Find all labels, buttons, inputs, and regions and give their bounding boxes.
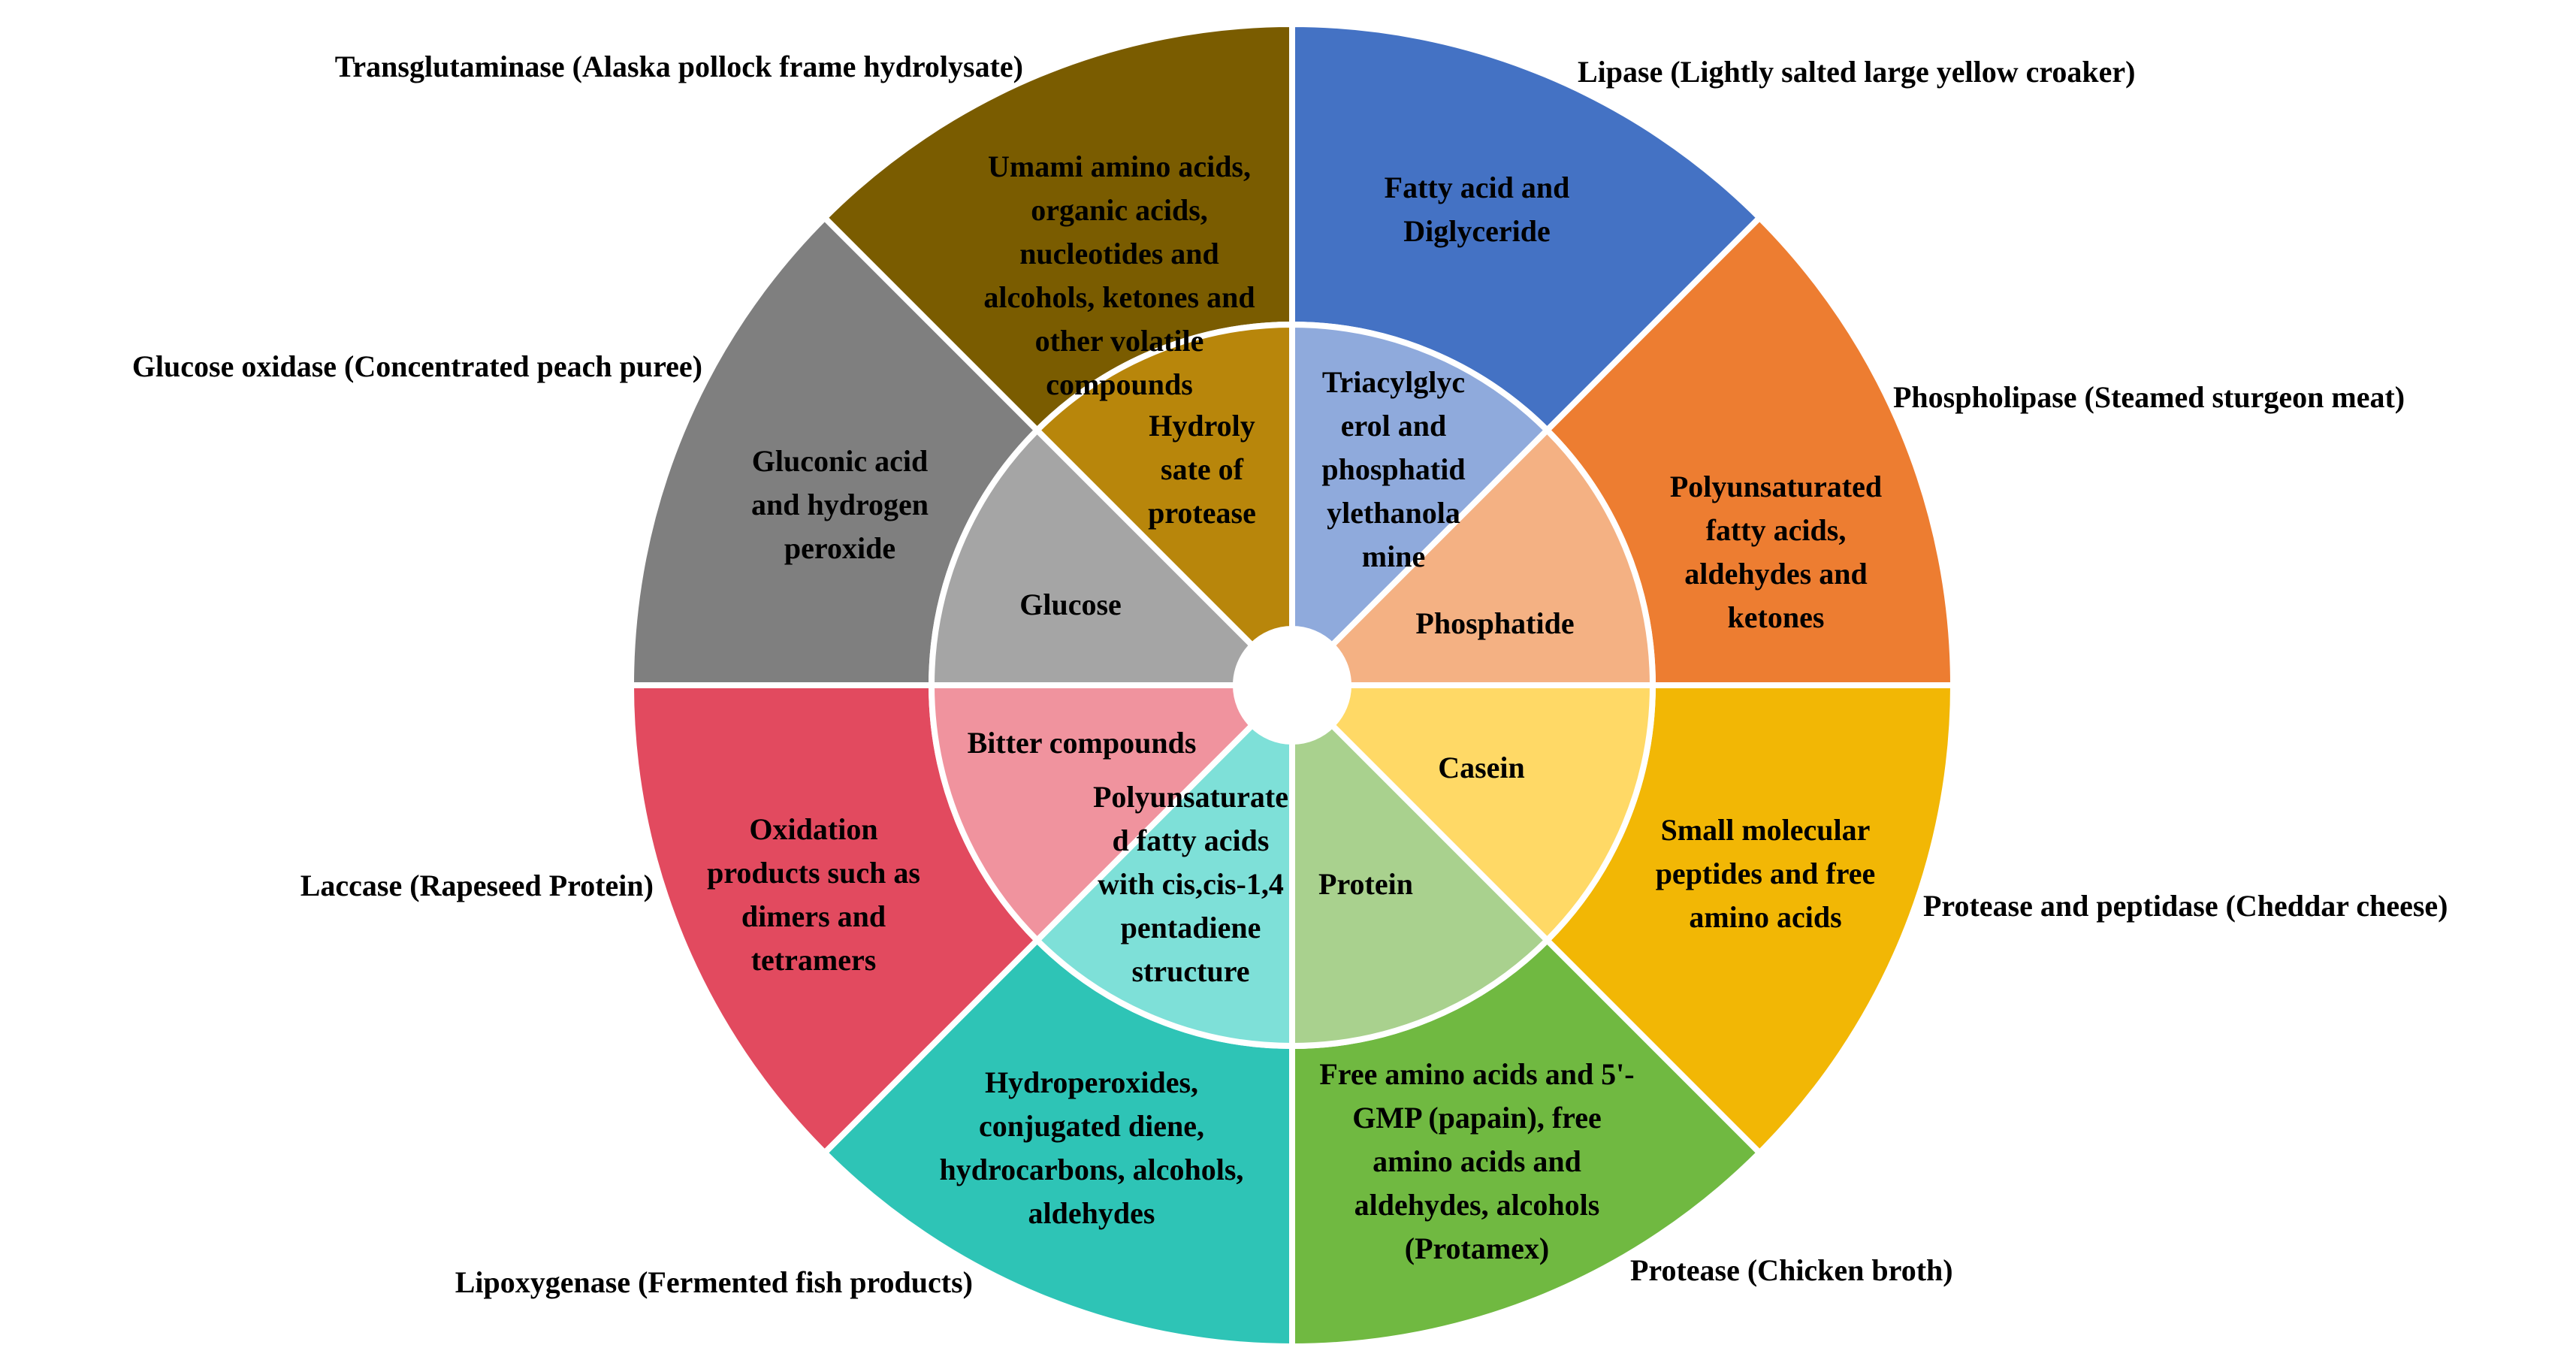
- substrate-label-line: d fatty acids: [1113, 824, 1270, 857]
- product-label-line: Small molecular: [1661, 813, 1871, 847]
- product-label: Small molecular peptides and free amino ac…: [1656, 813, 1876, 934]
- product-label-line: aldehydes, alcohols: [1354, 1188, 1600, 1222]
- enzyme-label: Lipoxygenase (Fermented fish products): [455, 1265, 973, 1299]
- substrate-label-line: Hydroly: [1149, 409, 1255, 443]
- substrate-label-line: Glucose: [1019, 588, 1122, 621]
- enzyme-label: Phospholipase (Steamed sturgeon meat): [1893, 380, 2405, 414]
- product-label-line: Gluconic acid: [752, 444, 928, 478]
- product-label-line: other volatile: [1035, 324, 1204, 358]
- substrate-label-line: sate of: [1161, 452, 1244, 486]
- product-label-line: aldehydes: [1028, 1196, 1155, 1230]
- product-label-line: hydrocarbons, alcohols,: [940, 1153, 1244, 1186]
- inner-ring: [928, 321, 1656, 1050]
- product-label-line: compounds: [1046, 367, 1193, 401]
- substrate-label: Bitter compounds: [968, 726, 1197, 760]
- product-label-line: Diglyceride: [1403, 214, 1551, 248]
- outer-ring: [627, 20, 1957, 1350]
- product-label-line: aldehydes and: [1684, 557, 1867, 591]
- product-label-line: Free amino acids and 5'-: [1319, 1057, 1634, 1091]
- product-label: Oxidation products such as dimers and tetra…: [707, 812, 920, 977]
- product-label: Polyunsaturated fatty acids, aldehydes and…: [1670, 470, 1882, 634]
- substrate-label: Glucose: [1019, 588, 1122, 621]
- substrate-label-line: Polyunsaturate: [1093, 780, 1288, 814]
- substrate-label-line: pentadiene: [1121, 911, 1261, 944]
- substrate-label: Protein: [1318, 867, 1413, 901]
- substrate-label-line: Bitter compounds: [968, 726, 1197, 760]
- product-label-line: peroxide: [784, 531, 895, 565]
- product-label-line: amino acids and: [1373, 1144, 1581, 1178]
- substrate-label: Polyunsaturate d fatty acids with cis,cis-…: [1093, 780, 1288, 988]
- product-label-line: nucleotides and: [1019, 237, 1219, 270]
- product-label-line: amino acids: [1689, 900, 1841, 934]
- substrate-label-line: Casein: [1438, 751, 1525, 784]
- product-label-line: Oxidation: [749, 812, 877, 846]
- product-label-line: Hydroperoxides,: [985, 1065, 1198, 1099]
- substrate-label: Phosphatide: [1415, 606, 1574, 640]
- product-label-line: conjugated diene,: [979, 1109, 1204, 1143]
- enzyme-label: Protease and peptidase (Cheddar cheese): [1923, 889, 2448, 923]
- enzyme-label: Transglutaminase (Alaska pollock frame h…: [335, 50, 1023, 83]
- substrate-label-line: Protein: [1318, 867, 1413, 901]
- center-hub: [1236, 629, 1348, 742]
- product-label: Free amino acids and 5'- GMP (papain), fr…: [1319, 1057, 1634, 1265]
- substrate-label-line: erol and: [1341, 409, 1446, 443]
- substrate-label: Casein: [1438, 751, 1525, 784]
- substrate-label-line: phosphatid: [1321, 452, 1465, 486]
- product-label: Umami amino acids, organic acids, nucleoti…: [983, 150, 1255, 401]
- enzyme-label: Laccase (Rapeseed Protein): [300, 869, 654, 902]
- product-label-line: products such as: [707, 856, 920, 890]
- substrate-label: Hydroly sate of protease: [1148, 409, 1256, 530]
- product-label-line: peptides and free: [1656, 857, 1876, 890]
- product-label: Gluconic acid and hydrogen peroxide: [751, 444, 929, 565]
- product-label-line: Polyunsaturated: [1670, 470, 1882, 503]
- substrate-label-line: Triacylglyc: [1322, 365, 1465, 399]
- product-label: Hydroperoxides, conjugated diene, hydrocar…: [940, 1065, 1244, 1230]
- product-label-line: GMP (papain), free: [1352, 1101, 1601, 1135]
- substrate-label: Triacylglyc erol and phosphatid ylethanola m…: [1321, 365, 1465, 573]
- product-label-line: alcohols, ketones and: [983, 280, 1255, 314]
- product-label-line: (Protamex): [1405, 1232, 1550, 1265]
- substrate-label-line: mine: [1362, 539, 1425, 573]
- product-label-line: tetramers: [751, 943, 877, 977]
- substrate-label-line: ylethanola: [1327, 496, 1460, 530]
- substrate-label-line: protease: [1148, 496, 1256, 530]
- substrate-label-line: Phosphatide: [1415, 606, 1574, 640]
- substrate-label-line: with cis,cis-1,4: [1098, 867, 1284, 901]
- product-label-line: ketones: [1728, 600, 1825, 634]
- enzyme-label: Lipase (Lightly salted large yellow croa…: [1578, 55, 2136, 89]
- enzyme-label: Protease (Chicken broth): [1630, 1253, 1953, 1287]
- product-label-line: and hydrogen: [751, 488, 929, 521]
- product-label-line: fatty acids,: [1706, 513, 1847, 547]
- product-label-line: dimers and: [741, 899, 886, 933]
- enzyme-label: Glucose oxidase (Concentrated peach pure…: [132, 349, 702, 383]
- substrate-label-line: structure: [1132, 954, 1250, 988]
- product-label-line: organic acids,: [1031, 193, 1208, 227]
- product-label-line: Fatty acid and: [1385, 171, 1570, 204]
- product-label-line: Umami amino acids,: [988, 150, 1251, 183]
